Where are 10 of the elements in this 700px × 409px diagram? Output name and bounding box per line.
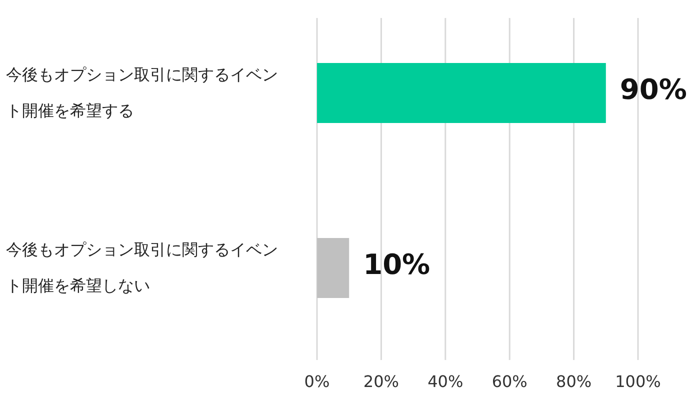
axis-tick-label: 40%	[428, 372, 464, 391]
value-label: 10%	[363, 248, 430, 281]
axis-tick-label: 0%	[304, 372, 330, 391]
axis-tick-label: 100%	[615, 372, 661, 391]
axis-tick-label: 80%	[556, 372, 592, 391]
category-label: 今後もオプション取引に関するイベント開催を希望しない	[6, 239, 278, 297]
axis-tick-label: 60%	[492, 372, 528, 391]
axis-tick-label: 20%	[363, 372, 399, 391]
value-label: 90%	[620, 73, 687, 106]
category-label: 今後もオプション取引に関するイベント開催を希望する	[6, 64, 278, 122]
